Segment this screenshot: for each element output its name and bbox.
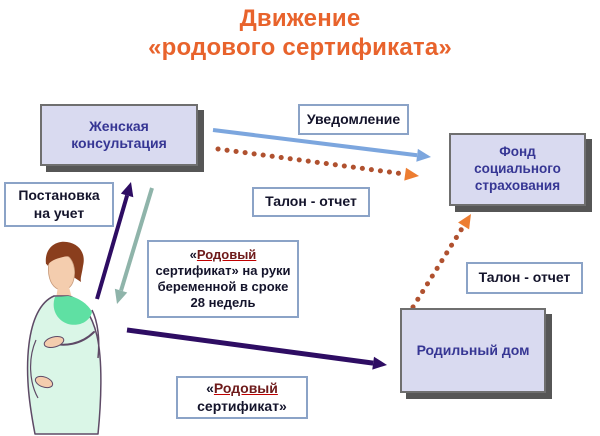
label-notification: Уведомление xyxy=(298,104,409,135)
label-registration: Постановка на учет xyxy=(4,182,114,227)
pregnant-woman-clipart xyxy=(26,241,102,435)
node-maternity-hospital: Родильный дом xyxy=(400,308,546,393)
underlined-word: Родовый xyxy=(196,246,257,262)
label-birth-certificate: «Родовый сертификат» xyxy=(176,376,308,419)
label-talon-report-2: Талон - отчет xyxy=(466,262,583,294)
label-talon-report-1: Талон - отчет xyxy=(252,187,370,217)
birth-certificate-full-text: «Родовый сертификат» на руки беременной … xyxy=(155,246,291,311)
arrow-talon-report-hospital-to-fund xyxy=(410,214,471,310)
diagram-title: Движение «родового сертификата» xyxy=(148,5,452,62)
node-womens-clinic: Женская консультация xyxy=(40,104,198,166)
pregnant-woman-figure xyxy=(2,236,126,436)
arrow-woman-to-maternity-hospital xyxy=(126,327,387,370)
label-birth-certificate-to-woman: «Родовый сертификат» на руки беременной … xyxy=(147,240,299,318)
underlined-word: Родовый xyxy=(213,380,278,396)
arrow-talon-report-clinic-to-fund xyxy=(215,146,419,181)
node-social-insurance-fund: Фонд социального страхования xyxy=(449,133,586,206)
birth-certificate-short-text: «Родовый сертификат» xyxy=(197,380,287,414)
